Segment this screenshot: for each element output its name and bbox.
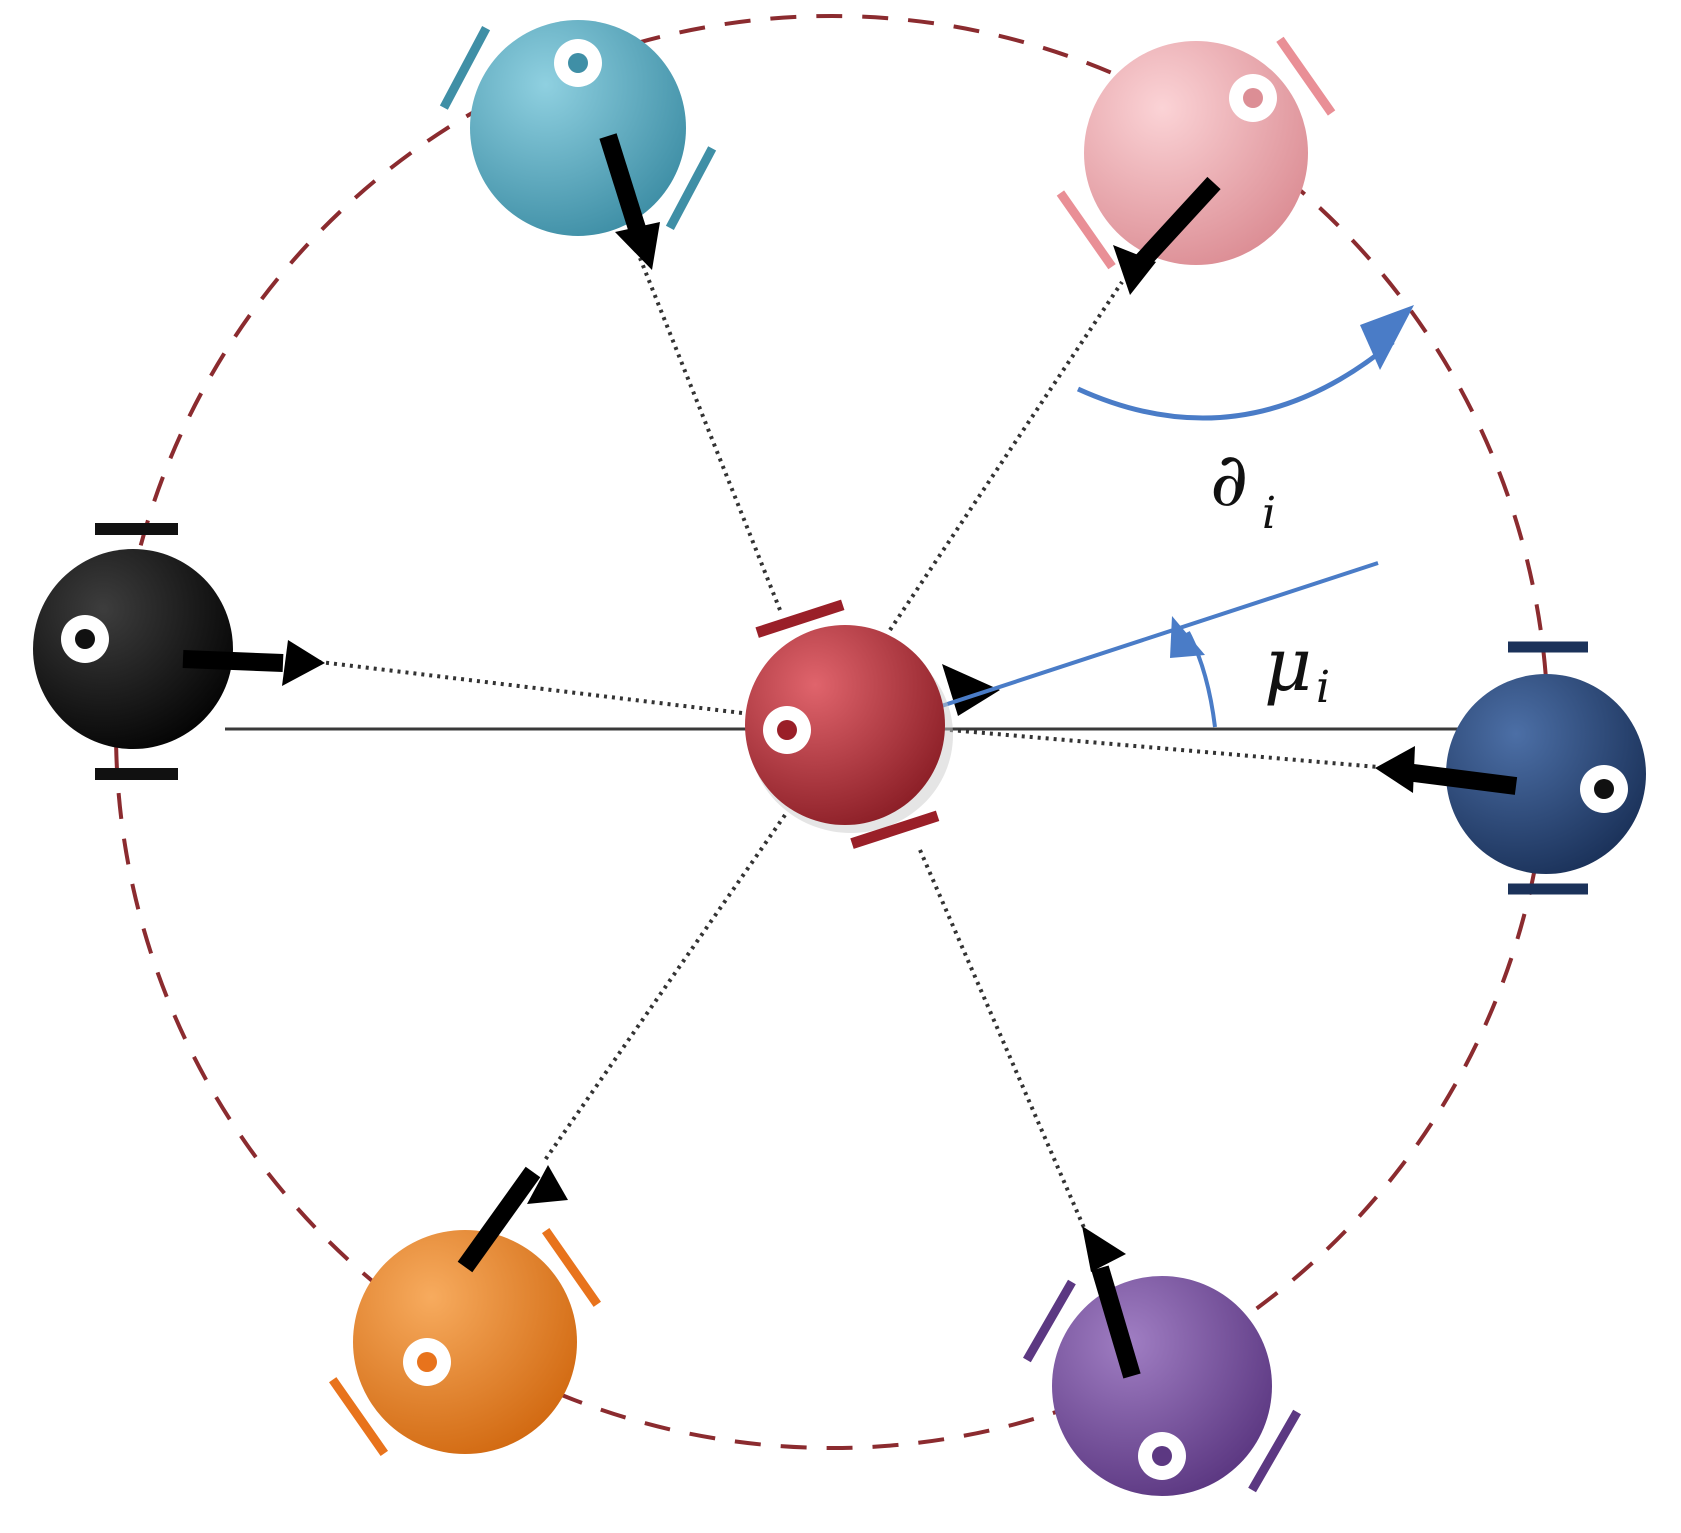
- robot-wheels: [1056, 36, 1336, 270]
- heading-arrow-shaft: [599, 133, 649, 241]
- robot-body: [1446, 674, 1646, 874]
- link-orange: [543, 813, 787, 1162]
- label-del-i: ∂ i: [1210, 437, 1276, 539]
- robot-navy: [1404, 641, 1646, 895]
- robot-body: [1052, 1276, 1272, 1496]
- arrowhead-navy: [1375, 746, 1415, 793]
- mu-angle-arrowhead: [1170, 616, 1205, 658]
- robot-wheels: [439, 26, 717, 230]
- arrowhead-purple: [1082, 1226, 1126, 1272]
- label-mu-i: μ i: [1264, 622, 1330, 713]
- label-mu-subscript: i: [1316, 662, 1330, 713]
- robot-pink: [1056, 36, 1336, 275]
- del-angle-arc: [1076, 340, 1395, 421]
- arrowhead-teal: [615, 222, 660, 270]
- heading-arrow-shaft: [1129, 176, 1221, 275]
- heading-arrow-shaft: [1404, 763, 1518, 795]
- robot-wheels: [329, 1227, 601, 1457]
- link-teal: [638, 257, 782, 611]
- robot-purple: [1023, 1265, 1301, 1496]
- robot-body: [745, 625, 945, 825]
- link-pink: [888, 280, 1124, 632]
- heading-arrow-shaft: [182, 650, 284, 672]
- robot-orange: [329, 1166, 601, 1457]
- heading-arrow-shaft: [457, 1166, 541, 1273]
- arrowhead-black: [282, 640, 325, 686]
- link-purple: [918, 849, 1087, 1231]
- robot-body: [353, 1230, 577, 1454]
- robot-body: [33, 549, 233, 749]
- robot-wheels: [1023, 1279, 1301, 1493]
- link-navy: [949, 728, 1379, 769]
- robot-wheels: [755, 599, 940, 849]
- robot-teal: [439, 20, 717, 241]
- heading-line: [867, 561, 1379, 732]
- heading-arrow-shaft: [1091, 1265, 1141, 1379]
- label-mu-symbol: μ: [1264, 622, 1312, 708]
- robot-wheels: [95, 523, 178, 780]
- robot-center: [745, 599, 953, 849]
- robot-body: [470, 20, 686, 236]
- neighbor-links: [319, 257, 1379, 1231]
- label-del-subscript: i: [1262, 488, 1276, 539]
- robot-body: [1084, 41, 1308, 265]
- arrowhead-orange: [527, 1165, 568, 1204]
- label-del-symbol: ∂: [1210, 437, 1248, 523]
- robot-black: [33, 523, 284, 780]
- del-angle-arrowhead: [1360, 305, 1414, 370]
- arrowhead-pink: [1113, 245, 1156, 295]
- link-black: [319, 660, 743, 715]
- robot-wheels: [1508, 641, 1588, 895]
